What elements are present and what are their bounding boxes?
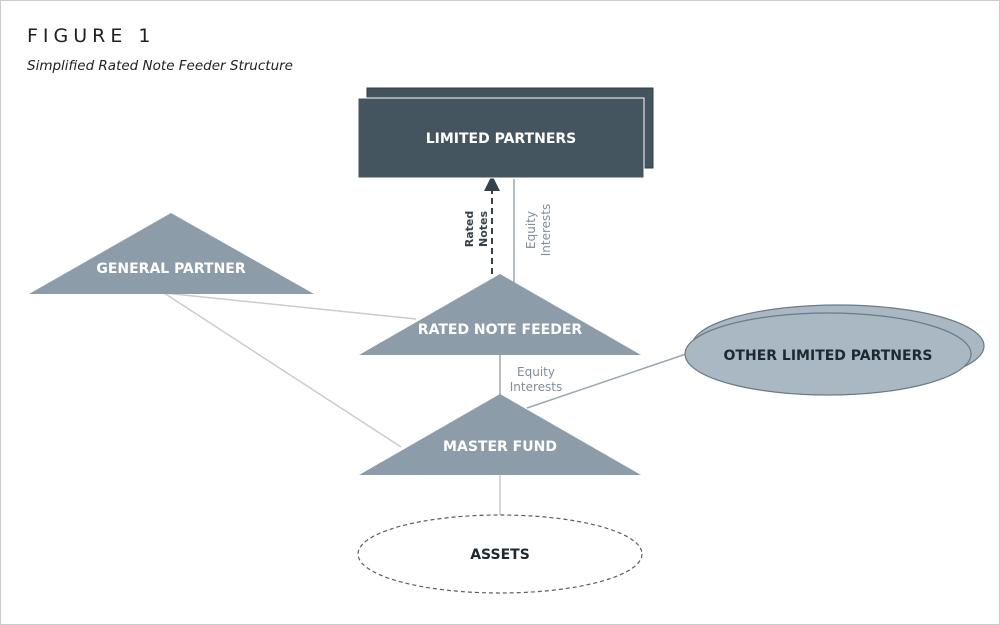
gp-to-feeder-line — [163, 292, 417, 320]
gp-to-master-line — [163, 292, 402, 448]
other-limited-partners-ellipse — [684, 312, 972, 396]
equity-interests-mid-line2: Interests — [510, 380, 563, 394]
rated-notes-label-group: Rated Notes — [463, 211, 490, 248]
general-partner-label: GENERAL PARTNER — [96, 261, 246, 277]
rated-note-feeder-triangle — [359, 274, 641, 355]
master-fund-triangle — [359, 394, 641, 475]
equity-interests-top-label-group: Equity Interests — [524, 204, 553, 257]
assets-ellipse — [357, 514, 643, 594]
assets-label: ASSETS — [470, 547, 530, 563]
olp-to-master-line — [526, 352, 690, 409]
rated-note-feeder-label: RATED NOTE FEEDER — [418, 322, 583, 338]
other-limited-partners-label: OTHER LIMITED PARTNERS — [724, 348, 933, 364]
figure-subtitle: Simplified Rated Note Feeder Structure — [27, 58, 293, 74]
limited-partners-box — [357, 97, 645, 179]
equity-interests-top-line1: Equity — [524, 211, 538, 249]
equity-interests-top-line2: Interests — [539, 204, 553, 257]
limited-partners-label: LIMITED PARTNERS — [426, 131, 577, 147]
figure-title: FIGURE 1 — [27, 25, 156, 47]
master-fund-label: MASTER FUND — [443, 439, 557, 455]
rated-notes-label-line2: Notes — [477, 211, 490, 247]
rated-notes-label-line1: Rated — [463, 211, 476, 248]
general-partner-triangle — [29, 213, 314, 294]
equity-interests-mid-line1: Equity — [517, 365, 555, 379]
